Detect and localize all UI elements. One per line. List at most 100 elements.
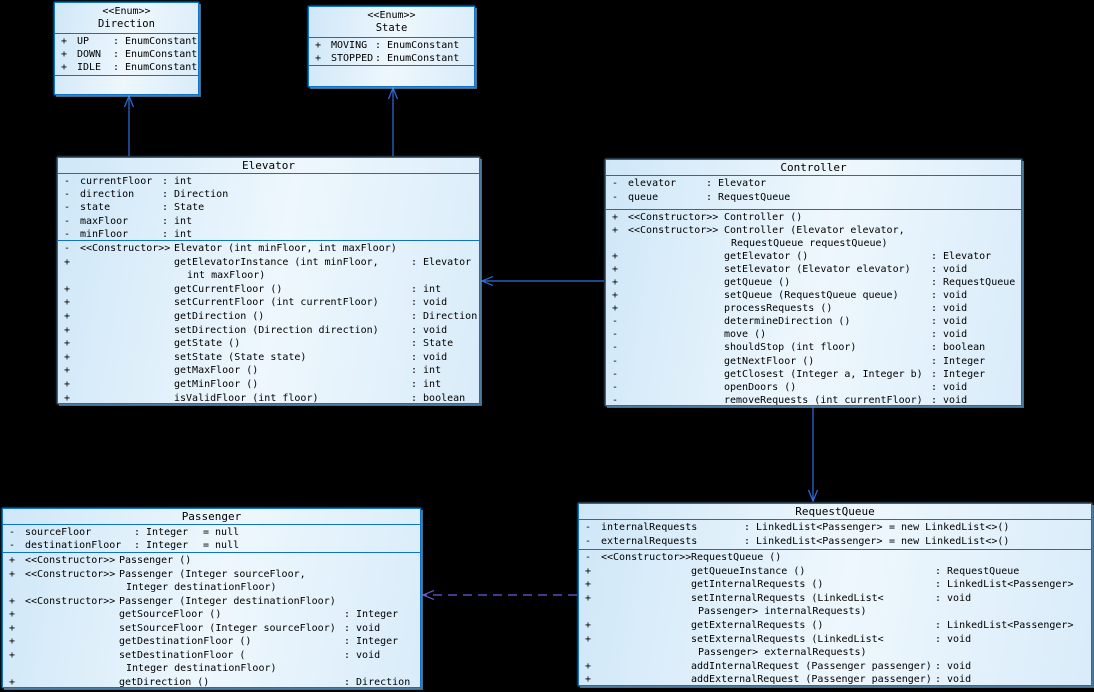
arrow-controller-to-requestqueue (807, 407, 819, 503)
visibility-marker: + (64, 392, 71, 404)
method-signature: Controller (Elevator elevator, (724, 225, 905, 237)
method-signature: processRequests () (724, 303, 833, 315)
attribute-row: -elevator: Elevator (606, 178, 1021, 192)
attribute-type: : RequestQueue (706, 191, 791, 203)
method-signature: getQueue () (724, 277, 791, 289)
attribute-name: maxFloor (80, 215, 129, 227)
methods-section (55, 76, 198, 78)
class-controller[interactable]: Controller-elevator: Elevator-queue: Req… (605, 159, 1022, 406)
method-row: +getElevatorInstance (int minFloor,: Ele… (58, 257, 479, 271)
method-row: +<<Constructor>>Passenger () (3, 555, 420, 569)
attribute-default: = null (203, 540, 240, 551)
class-state[interactable]: <<Enum>>State+MOVING: EnumConstant+STOPP… (308, 6, 475, 87)
visibility-marker: + (61, 62, 68, 73)
visibility-marker: - (64, 228, 71, 240)
attribute-row: +IDLE: EnumConstant (55, 62, 198, 75)
arrowhead (480, 275, 494, 287)
return-type: : LinkedList<Passenger> (935, 619, 1074, 631)
return-type: : void (931, 303, 968, 315)
methods-section (309, 66, 474, 68)
class-title: RequestQueue (579, 504, 1091, 520)
class-passenger[interactable]: Passenger-sourceFloor: Integer= null-des… (2, 508, 421, 688)
method-row: +getMaxFloor (): int (58, 365, 479, 379)
stereotype-label: <<Enum>> (102, 6, 151, 17)
attribute-type: : Integer (134, 527, 189, 538)
method-row: +<<Constructor>>Controller (Elevator ele… (606, 225, 1021, 238)
method-signature: setQueue (RequestQueue queue) (724, 290, 899, 302)
method-signature: addInternalRequest (Passenger passenger) (691, 660, 932, 672)
visibility-marker: - (612, 381, 619, 393)
method-row: -shouldStop (int floor): boolean (606, 342, 1021, 355)
visibility-marker: - (64, 215, 71, 227)
return-type: : void (931, 329, 968, 341)
method-signature: Passenger (Integer sourceFloor, (119, 568, 306, 580)
arrowhead (807, 489, 819, 503)
attribute-type: : State (162, 202, 205, 214)
method-row: Passenger> internalRequests) (579, 606, 1091, 620)
return-type: : Integer (344, 636, 399, 647)
method-signature: isValidFloor (int floor) (174, 392, 319, 404)
visibility-marker: + (64, 310, 71, 322)
visibility-marker: + (585, 579, 592, 591)
visibility-marker: + (64, 365, 71, 377)
visibility-marker: - (64, 189, 71, 201)
visibility-marker: + (64, 256, 71, 268)
visibility-marker: + (64, 283, 71, 295)
visibility-marker: + (612, 290, 619, 302)
method-row: + processRequests () : void (606, 303, 1021, 316)
constructor-stereotype: <<Constructor>> (80, 243, 171, 254)
visibility-marker: + (9, 676, 16, 688)
method-row: +<<Constructor>>Controller () (606, 212, 1021, 225)
class-requestqueue[interactable]: RequestQueue-internalRequests: LinkedLis… (578, 503, 1092, 686)
attributes-section: -internalRequests: LinkedList<Passenger>… (579, 520, 1091, 550)
method-row: int maxFloor) (58, 270, 479, 284)
method-row: +getQueue (): RequestQueue (606, 277, 1021, 290)
visibility-marker: + (585, 633, 592, 645)
class-direction[interactable]: <<Enum>>Direction+UP: EnumConstant+DOWN:… (54, 2, 199, 95)
method-signature: Passenger () (119, 555, 192, 566)
visibility-marker: + (9, 609, 16, 620)
class-header: <<Enum>>Direction (55, 3, 198, 34)
method-signature: setDirection (Direction direction) (174, 324, 379, 336)
method-signature: Passenger> internalRequests) (698, 606, 867, 618)
attribute-row: -minFloor: int (58, 229, 479, 242)
attribute-row: -queue: RequestQueue (606, 192, 1021, 206)
method-row: +getExternalRequests (): LinkedList<Pass… (579, 620, 1091, 634)
method-signature: Integer destinationFloor) (126, 582, 277, 593)
return-type: : Direction (411, 310, 478, 322)
return-type: : RequestQueue (935, 565, 1020, 577)
visibility-marker: - (9, 540, 16, 551)
visibility-marker: + (585, 619, 592, 631)
arrow-elevator-to-state (387, 86, 399, 156)
method-row: +addExternalRequest (Passenger passenger… (579, 674, 1091, 688)
method-signature: move () (724, 329, 767, 341)
visibility-marker: - (585, 552, 592, 563)
attribute-default: = new LinkedList<>() (889, 522, 1010, 533)
return-type: : void (935, 592, 972, 604)
method-row: -<<Constructor>>RequestQueue () (579, 552, 1091, 566)
method-signature: getState () (174, 338, 241, 350)
return-type: : void (931, 394, 968, 406)
method-row: +getState (): State (58, 338, 479, 352)
return-type: : Integer (344, 609, 399, 620)
method-signature: getClosest (Integer a, Integer b) (724, 368, 923, 380)
visibility-marker: + (585, 592, 592, 604)
class-elevator[interactable]: Elevator-currentFloor: int-direction: Di… (57, 157, 480, 404)
method-row: Integer destinationFloor) (3, 663, 420, 677)
method-signature: int maxFloor) (181, 270, 266, 282)
visibility-marker: + (9, 595, 16, 607)
method-signature: Passenger> externalRequests) (698, 647, 867, 659)
attributes-section: -elevator: Elevator-queue: RequestQueue (606, 176, 1021, 210)
visibility-marker: + (612, 264, 619, 276)
methods-section: -<<Constructor>>RequestQueue ()+getQueue… (579, 550, 1091, 688)
visibility-marker: + (64, 378, 71, 390)
attribute-type: : EnumConstant (375, 40, 460, 51)
method-signature: setElevator (Elevator elevator) (724, 264, 911, 276)
method-row: +<<Constructor>>Passenger (Integer desti… (3, 596, 420, 610)
method-signature: setDestinationFloor ( (119, 649, 246, 661)
attribute-row: +STOPPED: EnumConstant (309, 53, 474, 66)
visibility-marker: + (612, 303, 619, 315)
visibility-marker: - (585, 522, 592, 533)
visibility-marker: + (585, 660, 592, 672)
methods-section: -<<Constructor>>Elevator (int minFloor, … (58, 241, 479, 406)
